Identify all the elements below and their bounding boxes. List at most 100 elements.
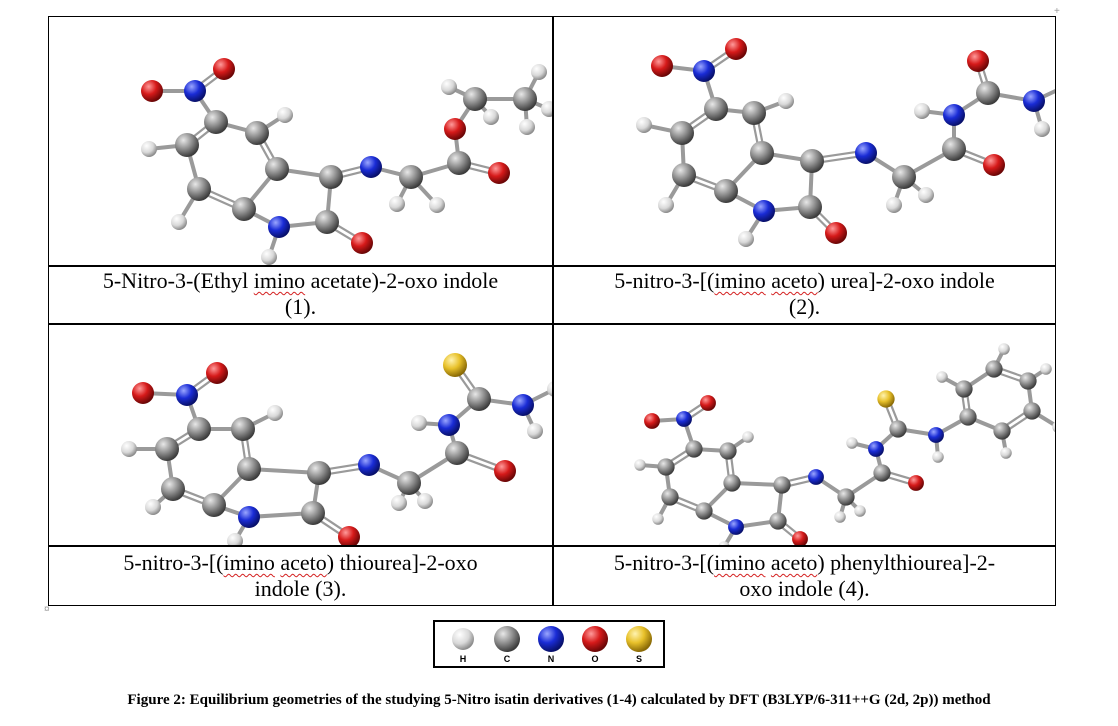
molecule-image-2	[554, 17, 1055, 265]
caption-1-line-2: (1).	[284, 294, 317, 319]
caption-2-line-1: 5-nitro-3-[(imino aceto) urea]-2-oxo ind…	[614, 268, 995, 293]
atom-o	[444, 118, 466, 140]
atom-h	[918, 187, 934, 203]
legend-item-h: H	[443, 624, 483, 666]
atom-c	[723, 474, 741, 492]
atom-c	[719, 442, 737, 460]
atom-h	[936, 371, 948, 383]
caption-3-line-2: indole (3).	[254, 576, 347, 601]
atom-h	[778, 93, 794, 109]
atom-c	[307, 461, 331, 485]
atom-c	[1023, 402, 1041, 420]
atom-c	[695, 502, 713, 520]
atom-h	[531, 64, 547, 80]
table-divider-h3	[49, 545, 1055, 547]
atom-c	[985, 360, 1003, 378]
atom-h	[1052, 422, 1055, 432]
molecule-image-1	[49, 17, 552, 265]
atom-c	[672, 163, 696, 187]
atom-n	[693, 60, 715, 82]
legend-label-o: O	[591, 654, 599, 664]
atom-n	[943, 104, 965, 126]
figure-caption: Figure 2: Equilibrium geometries of the …	[127, 692, 991, 708]
atom-h	[227, 533, 243, 545]
atom-o	[825, 222, 847, 244]
atom-o	[141, 80, 163, 102]
legend-item-n: N	[531, 624, 571, 666]
atom-c	[447, 151, 471, 175]
atom-h	[846, 437, 858, 449]
molecule-image-3	[49, 325, 552, 545]
atom-c	[955, 380, 973, 398]
atom-c	[750, 141, 774, 165]
legend-label-h: H	[459, 654, 467, 664]
legend-sphere-o	[582, 626, 608, 652]
atom-c	[889, 420, 907, 438]
atom-o	[700, 395, 716, 411]
atom-c	[463, 87, 487, 111]
atom-n	[184, 80, 206, 102]
atom-o	[651, 55, 673, 77]
atom-h	[411, 415, 427, 431]
atom-h	[171, 214, 187, 230]
atom-n	[808, 469, 824, 485]
atom-h	[854, 505, 866, 517]
caption-3-line-1: 5-nitro-3-[(imino aceto) thiourea]-2-oxo	[123, 550, 478, 575]
atom-n	[238, 506, 260, 528]
atom-c	[237, 457, 261, 481]
atom-c	[319, 165, 343, 189]
atom-c	[445, 441, 469, 465]
atom-c	[800, 149, 824, 173]
atom-o	[488, 162, 510, 184]
atom-c	[1019, 372, 1037, 390]
atom-o	[213, 58, 235, 80]
atom-o	[725, 38, 747, 60]
atom-c	[670, 121, 694, 145]
atom-c	[769, 512, 787, 530]
atom-h	[658, 197, 674, 213]
atom-c	[661, 488, 679, 506]
atom-o	[983, 154, 1005, 176]
atom-h	[998, 343, 1010, 355]
atom-h	[742, 431, 754, 443]
atom-h	[834, 511, 846, 523]
atom-c	[873, 464, 891, 482]
atom-h	[145, 499, 161, 515]
atom-o	[792, 531, 808, 545]
legend-sphere-s	[626, 626, 652, 652]
atom-o	[338, 526, 360, 545]
atom-n	[268, 216, 290, 238]
caption-2: 5-nitro-3-[(imino aceto) urea]-2-oxo ind…	[554, 268, 1055, 320]
atom-c	[315, 210, 339, 234]
atom-h	[483, 109, 499, 125]
atom-s	[443, 353, 467, 377]
atom-o	[967, 50, 989, 72]
corner-mark: +	[1054, 6, 1060, 17]
atom-c	[161, 477, 185, 501]
atom-h	[391, 495, 407, 511]
atom-c	[976, 81, 1000, 105]
atom-c	[245, 121, 269, 145]
atom-c	[685, 440, 703, 458]
atom-n	[753, 200, 775, 222]
atom-o	[206, 362, 228, 384]
caption-1-line-1: 5-Nitro-3-(Ethyl imino acetate)-2-oxo in…	[102, 268, 499, 293]
atom-h	[1000, 447, 1012, 459]
atom-h	[1040, 363, 1052, 375]
atom-c	[231, 417, 255, 441]
atom-n	[1023, 90, 1045, 112]
atom-c	[397, 471, 421, 495]
caption-4-line-2: oxo indole (4).	[739, 576, 870, 601]
atom-c	[704, 97, 728, 121]
atom-c	[232, 197, 256, 221]
atom-h	[886, 197, 902, 213]
molecule-image-4	[554, 325, 1055, 545]
legend-label-c: C	[503, 654, 511, 664]
atom-c	[798, 195, 822, 219]
atom-h	[634, 459, 646, 471]
atom-n	[360, 156, 382, 178]
atom-h	[527, 423, 543, 439]
atom-o	[908, 475, 924, 491]
atom-h	[718, 541, 730, 545]
atom-n	[676, 411, 692, 427]
